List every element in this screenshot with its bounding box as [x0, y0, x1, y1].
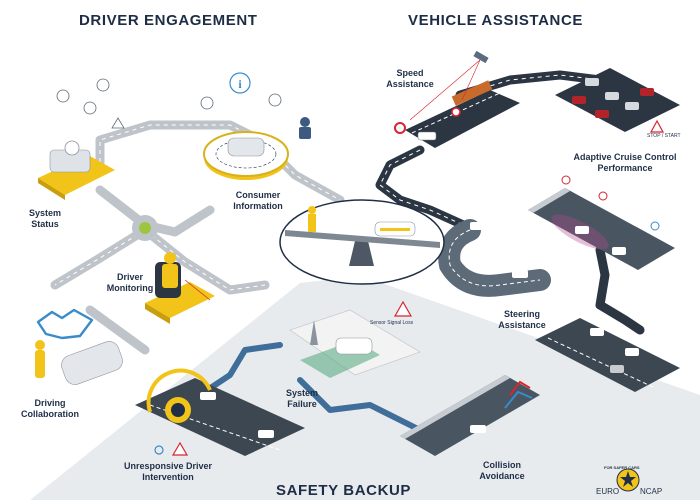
balance-scale-oval	[279, 199, 445, 285]
svg-text:i: i	[238, 77, 242, 91]
radar-road-tile	[528, 175, 675, 270]
euro-ncap-logo	[616, 468, 640, 492]
logo-arc-text: FOR SAFER CARS	[604, 465, 640, 470]
safety-backup-area	[30, 276, 700, 500]
system-status-tile	[38, 78, 125, 200]
steering-assistance-tile	[535, 318, 680, 392]
consumer-information-tile: i	[200, 72, 311, 180]
driving-collaboration-illustration	[35, 308, 123, 385]
section-title-driver-engagement: DRIVER ENGAGEMENT	[79, 12, 258, 29]
driver-monitoring-tile	[145, 252, 215, 324]
stop-start-text: STOP / START	[647, 133, 681, 139]
system-failure-tile	[289, 300, 421, 378]
logo-euro-text: EURO	[596, 487, 620, 496]
roundabout-center	[139, 222, 151, 234]
collision-avoidance-tile	[400, 375, 540, 456]
logo-ncap-text: NCAP	[640, 487, 663, 496]
section-title-safety-backup: SAFETY BACKUP	[276, 482, 412, 499]
steering-curve-tile	[438, 219, 551, 297]
sensor-signal-loss-text: Sensor Signal Loss	[370, 320, 414, 326]
unresponsive-driver-tile	[135, 368, 305, 456]
driver-road-markings	[54, 124, 341, 291]
section-title-vehicle-assistance: VEHICLE ASSISTANCE	[408, 12, 583, 29]
speed-assistance-tile	[394, 50, 520, 148]
adaptive-cruise-tile	[555, 68, 680, 133]
